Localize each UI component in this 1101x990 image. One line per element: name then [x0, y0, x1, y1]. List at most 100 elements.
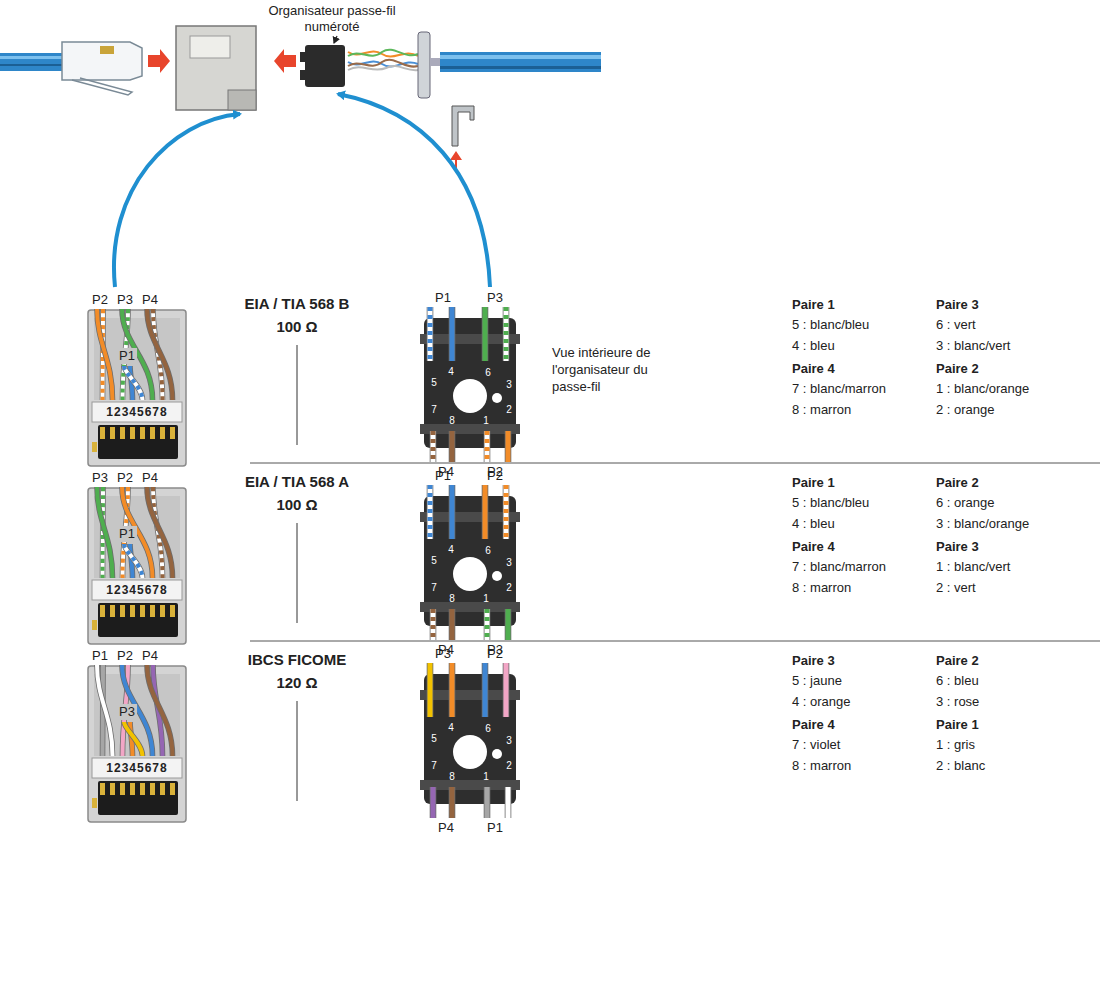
- keystone-jack-body: [88, 488, 186, 644]
- wire-outline: [449, 485, 456, 539]
- wire-outline: [503, 663, 510, 717]
- socket-contact: [110, 427, 115, 439]
- wire-outline: [427, 485, 434, 539]
- socket-contact: [160, 605, 165, 617]
- wire-stripe: [485, 609, 490, 640]
- wire-stripe: [431, 431, 436, 462]
- wire: [504, 663, 509, 717]
- wire-color: 6 : bleu: [936, 673, 979, 689]
- wire-outline: [505, 609, 512, 640]
- wire-color: 6 : vert: [936, 317, 976, 333]
- wire-color: 1 : gris: [936, 737, 975, 753]
- slot-number: 1: [483, 593, 489, 605]
- wire-stripe: [504, 307, 509, 361]
- wire-outline: [484, 787, 491, 818]
- socket-contact: [120, 427, 125, 439]
- pair-heading: Paire 4: [792, 717, 835, 733]
- wire-color: 1 : blanc/orange: [936, 381, 1029, 397]
- wire: [124, 366, 143, 400]
- wire-outline: [147, 309, 173, 400]
- blue-curved-arrow: [114, 114, 240, 287]
- wire-outline: [427, 663, 434, 717]
- cable-clip: [452, 106, 474, 146]
- slot-number: 1: [483, 771, 489, 783]
- slot-number: 2: [506, 582, 512, 594]
- pair-label: P2: [117, 470, 133, 486]
- wire-outline: [430, 609, 437, 640]
- slot-number: 8: [449, 771, 455, 783]
- wire-outline: [482, 663, 489, 717]
- wire: [504, 307, 509, 361]
- pin-numbers: 12345678: [106, 405, 167, 419]
- separator: [250, 641, 1100, 642]
- keystone-foot: [228, 90, 256, 110]
- wire-color: 5 : blanc/bleu: [792, 317, 869, 333]
- wire-outline: [449, 609, 456, 640]
- wire: [97, 309, 113, 400]
- wire: [431, 431, 436, 462]
- wire-color: 6 : orange: [936, 495, 995, 511]
- pair-heading: Paire 3: [936, 539, 979, 555]
- pair-label: P1: [487, 820, 503, 836]
- pair-label: P3: [117, 704, 137, 720]
- wire: [431, 609, 436, 640]
- wire: [97, 665, 113, 756]
- socket-contact: [100, 427, 105, 439]
- socket-contact: [160, 427, 165, 439]
- pair-label: P4: [438, 820, 454, 836]
- wire-stripe: [124, 366, 143, 400]
- wire-color: 3 : rose: [936, 694, 979, 710]
- slot-number: 3: [506, 379, 512, 391]
- blue-curved-arrow: [338, 94, 490, 287]
- wire-outline: [449, 663, 456, 717]
- wire: [506, 609, 511, 640]
- leader-arrow: [334, 36, 337, 43]
- organizer-hole: [453, 735, 487, 769]
- slot-number: 8: [449, 593, 455, 605]
- wire-color: 4 : bleu: [792, 338, 835, 354]
- pair-heading: Paire 2: [936, 361, 979, 377]
- slot-number: 1: [483, 415, 489, 427]
- slot-number: 7: [431, 760, 437, 772]
- socket-contact: [160, 783, 165, 795]
- wire-stripe: [428, 307, 433, 361]
- organizer-hole-small: [492, 393, 502, 403]
- wire: [147, 665, 173, 756]
- vertical-rule: [297, 345, 298, 445]
- pair-label: P2: [117, 648, 133, 664]
- socket-contact: [130, 427, 135, 439]
- wire-stripe: [431, 609, 436, 640]
- slot-number: 3: [506, 557, 512, 569]
- socket-led: [92, 798, 97, 808]
- pair-heading: Paire 3: [792, 653, 835, 669]
- wire-outline: [482, 485, 489, 539]
- wire-outline: [124, 722, 143, 756]
- red-arrow: [148, 49, 170, 73]
- wire-color: 3 : blanc/orange: [936, 516, 1029, 532]
- pair-heading: Paire 2: [936, 475, 979, 491]
- pair-heading: Paire 1: [936, 717, 979, 733]
- wire: [428, 307, 433, 361]
- wire-outline: [430, 787, 437, 818]
- vertical-rule: [297, 523, 298, 623]
- wire: [450, 307, 455, 361]
- wire-outline: [97, 665, 113, 756]
- cable: [440, 52, 601, 72]
- wire: [428, 663, 433, 717]
- socket-contact: [140, 605, 145, 617]
- impedance: 120 Ω: [276, 674, 317, 691]
- cable-shine: [440, 55, 601, 59]
- wire: [450, 787, 455, 818]
- pair-label: P2: [487, 646, 503, 662]
- pair-heading: Paire 4: [792, 539, 835, 555]
- organizer-hole: [453, 379, 487, 413]
- keystone-top: [190, 36, 230, 58]
- slot-number: 5: [431, 733, 437, 745]
- slot-number: 6: [485, 367, 491, 379]
- wire: [450, 663, 455, 717]
- wire-color: 4 : bleu: [792, 516, 835, 532]
- wire-outline: [97, 309, 113, 400]
- wire-color: 2 : orange: [936, 402, 995, 418]
- socket-contact: [170, 783, 175, 795]
- organizer-small: [305, 45, 345, 87]
